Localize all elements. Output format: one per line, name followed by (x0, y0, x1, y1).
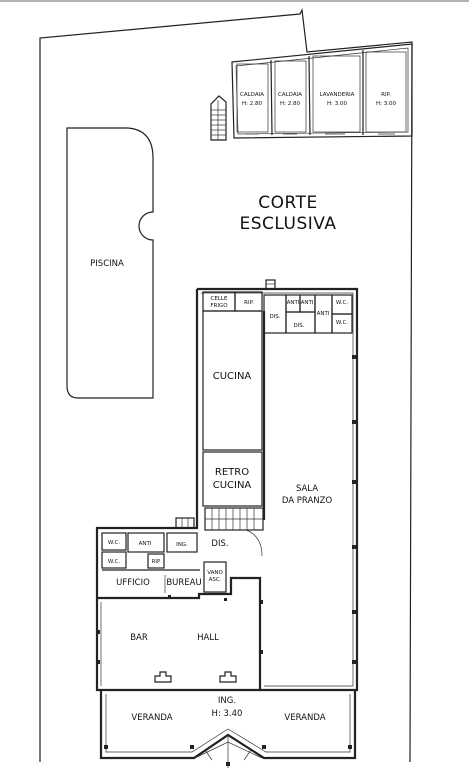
dis-hall-label: DIS. (211, 539, 228, 549)
ing-main-height: H: 3.40 (212, 709, 243, 719)
sala-label-line2: DA PRANZO (282, 496, 333, 506)
column-mark (224, 598, 227, 601)
column-mark (352, 660, 356, 664)
stairs-outline (210, 95, 227, 141)
veranda: VERANDA VERANDA ING. H: 3.40 (99, 690, 357, 768)
bar-label: BAR (130, 633, 148, 643)
pool-outline (66, 127, 154, 399)
column-mark (352, 355, 356, 359)
rip-top-height: H: 3.00 (376, 101, 396, 107)
rip-kitchen-label: RIP. (244, 300, 254, 306)
chimney (265, 279, 276, 290)
caldaia-1-label: CALDAIA (240, 92, 264, 98)
retro-cucina-room (202, 451, 263, 507)
entrance-arc (194, 741, 263, 759)
lavanderia-height: H: 3.00 (327, 101, 347, 107)
fixture (219, 671, 237, 683)
veranda-inner-outline (105, 694, 351, 753)
vano-asc-room (203, 561, 227, 593)
column-mark (190, 745, 194, 749)
caldaia-room-2 (274, 60, 307, 133)
ing-small-label: ING. (176, 542, 188, 548)
rip-small-label: RIP (152, 559, 161, 565)
column-mark (104, 745, 108, 749)
column-mark (262, 745, 266, 749)
wc-right-2-label: W.C. (336, 320, 348, 326)
caldaia-2-label: CALDAIA (278, 92, 302, 98)
column-mark (96, 630, 100, 634)
ing-small-room (166, 532, 198, 553)
building-outer-wall (95, 287, 359, 692)
bureau-label: BUREAU (166, 578, 201, 588)
wc-room-right-2 (331, 313, 353, 334)
column-mark (352, 480, 356, 484)
column-mark (226, 762, 230, 766)
wc-room-left-1 (101, 532, 127, 551)
retro-cucina-label-line1: RETRO (215, 467, 249, 478)
central-staircase (204, 507, 264, 557)
corte-label-line2: ESCLUSIVA (240, 214, 337, 234)
outbuildings-inner-outline (235, 47, 409, 135)
outbuilding-divider (270, 59, 273, 136)
column-mark (348, 745, 352, 749)
building-inner-wall (201, 292, 354, 687)
piscina-label: PISCINA (90, 259, 124, 269)
column-mark (168, 595, 171, 598)
ing-main-label: ING. (218, 696, 236, 706)
external-stairs (210, 95, 227, 141)
anti-1-label: ANTI (287, 300, 300, 306)
anti-left-label: ANTI (139, 541, 152, 547)
sala-label-line1: SALA (296, 484, 318, 494)
lavanderia-room (312, 55, 361, 133)
column-mark (352, 420, 356, 424)
veranda-left-label: VERANDA (131, 713, 172, 723)
cucina-room (202, 310, 263, 451)
property-boundary (39, 7, 413, 763)
corte-label-line1: CORTE (258, 193, 317, 213)
wc-left-1-label: W.C. (108, 540, 120, 546)
swimming-pool: PISCINA (66, 127, 154, 399)
anti-room-left (127, 532, 165, 553)
column-mark (96, 660, 100, 664)
rip-top-label: RIP. (381, 92, 391, 98)
anti-2-label: ANTI (301, 300, 314, 306)
retro-cucina-label-line2: CUCINA (213, 480, 252, 491)
caldaia-2-height: H: 2.80 (280, 101, 300, 107)
celle-label-line1: CELLE (211, 296, 228, 302)
veranda-right-label: VERANDA (284, 713, 325, 723)
dis-2-label: DIS. (293, 323, 304, 329)
caldaia-room-1 (236, 63, 269, 133)
rip-small-room (147, 553, 165, 569)
main-building: CELLE FRIGO RIP. CUCINA RETRO CUCINA DIS… (95, 279, 359, 692)
caldaia-1-height: H: 2.80 (242, 101, 262, 107)
wc-room-left-2 (101, 551, 127, 569)
outbuildings-outline (231, 43, 413, 139)
dis-1-label: DIS. (269, 314, 280, 320)
hall-label: HALL (197, 633, 219, 643)
entrance-step (204, 749, 213, 761)
lavanderia-label: LAVANDERIA (320, 92, 355, 98)
anti-3-label: ANTI (317, 311, 330, 317)
wc-right-1-label: W.C. (336, 300, 348, 306)
celle-label-line2: FRIGO (210, 303, 228, 309)
rip-room-top (365, 51, 407, 133)
cucina-label: CUCINA (213, 371, 252, 382)
column-mark (352, 610, 356, 614)
column-mark (259, 650, 263, 654)
entrance-step (243, 749, 252, 761)
outbuilding-divider (308, 55, 311, 136)
column-mark (259, 600, 263, 604)
vano-label-line2: ASC. (209, 577, 222, 583)
wc-left-2-label: W.C. (108, 559, 120, 565)
fixture (154, 671, 172, 683)
column-mark (352, 545, 356, 549)
hall-wall (95, 598, 260, 692)
outbuildings: CALDAIA H: 2.80 CALDAIA H: 2.80 LAVANDER… (231, 43, 413, 139)
vano-label-line1: VANO (207, 570, 223, 576)
ufficio-label: UFFICIO (116, 578, 150, 588)
small-stair (175, 517, 195, 529)
stair-curve (245, 529, 263, 557)
